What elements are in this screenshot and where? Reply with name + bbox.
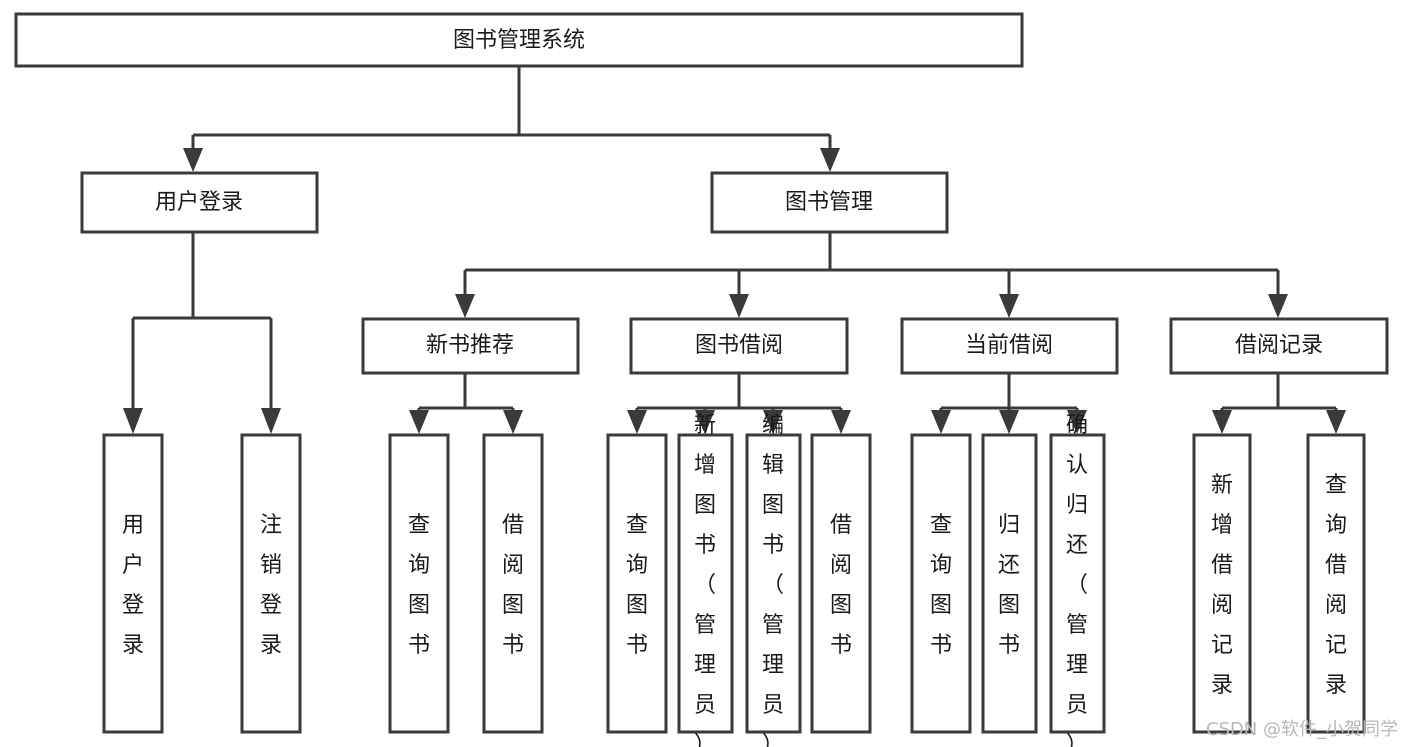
leaf-user-login[interactable]: 用户登录 [102, 433, 164, 734]
connector-layer [123, 66, 1346, 434]
leaf-borrow-book-2-box[interactable] [810, 433, 872, 734]
node-book-manage[interactable]: 图书管理 [710, 171, 949, 234]
csdn-watermark: CSDN @软件_小贺同学 [1206, 719, 1398, 740]
leaf-query-book-2-label: 查询图书 [626, 513, 648, 658]
leaf-add-record-box[interactable] [1192, 433, 1252, 734]
leaf-add-book[interactable]: 新增图书（管理员） [677, 413, 734, 747]
leaf-return-book-box[interactable] [981, 433, 1038, 734]
arrow-leaf-add-record [1212, 410, 1232, 434]
leaf-query-book-2[interactable]: 查询图书 [606, 433, 668, 734]
node-new-book-recommend[interactable]: 新书推荐 [361, 317, 580, 375]
node-user-login[interactable]: 用户登录 [80, 171, 319, 234]
leaf-borrow-book-2-label: 借阅图书 [830, 513, 852, 658]
leaf-query-record-box[interactable] [1306, 433, 1366, 734]
leaf-query-book-1[interactable]: 查询图书 [388, 433, 450, 734]
leaf-query-book-3-label: 查询图书 [930, 513, 952, 658]
node-user-login-label: 用户登录 [155, 190, 243, 215]
leaf-logout-login-box[interactable] [240, 433, 302, 734]
leaf-query-book-3[interactable]: 查询图书 [910, 433, 972, 734]
arrow-to-book-borrow [729, 294, 749, 318]
leaf-logout-login[interactable]: 注销登录 [240, 433, 302, 734]
node-user-login-box[interactable] [80, 171, 319, 234]
arrow-leaf-query-record [1326, 410, 1346, 434]
leaf-add-record[interactable]: 新增借阅记录 [1192, 433, 1252, 734]
arrow-leaf-logout-login [261, 408, 281, 434]
node-root[interactable]: 图书管理系统 [14, 12, 1024, 68]
node-new-book-recommend-label: 新书推荐 [426, 333, 514, 358]
arrow-to-borrow-record [1268, 294, 1288, 318]
arrow-to-current-borrow [999, 294, 1019, 318]
node-borrow-record[interactable]: 借阅记录 [1169, 317, 1389, 375]
node-current-borrow[interactable]: 当前借阅 [900, 317, 1119, 375]
arrow-leaf-return-book [999, 410, 1019, 434]
node-book-borrow-box[interactable] [629, 317, 849, 375]
leaf-confirm-return[interactable]: 确认归还（管理员） [1049, 413, 1106, 747]
leaf-query-record[interactable]: 查询借阅记录 [1306, 433, 1366, 734]
arrow-leaf-user-login [123, 408, 143, 434]
leaf-query-book-3-box[interactable] [910, 433, 972, 734]
leaf-edit-book-box[interactable] [745, 433, 802, 734]
leaf-borrow-book-1-label: 借阅图书 [502, 513, 524, 658]
leaf-return-book[interactable]: 归还图书 [981, 433, 1038, 734]
arrow-leaf-query-book-1 [409, 410, 429, 434]
node-book-borrow-label: 图书借阅 [695, 333, 783, 358]
node-book-borrow[interactable]: 图书借阅 [629, 317, 849, 375]
node-borrow-record-box[interactable] [1169, 317, 1389, 375]
leaf-edit-book[interactable]: 编辑图书（管理员） [745, 413, 802, 747]
leaf-query-book-2-box[interactable] [606, 433, 668, 734]
arrow-leaf-borrow-book-2 [831, 410, 851, 434]
leaf-borrow-book-1[interactable]: 借阅图书 [482, 433, 544, 734]
leaf-user-login-box[interactable] [102, 433, 164, 734]
leaf-logout-login-label: 注销登录 [260, 513, 282, 658]
arrow-leaf-confirm-return [1067, 410, 1087, 434]
arrow-leaf-borrow-book-1 [503, 410, 523, 434]
node-new-book-recommend-box[interactable] [361, 317, 580, 375]
node-current-borrow-label: 当前借阅 [965, 333, 1053, 358]
leaf-borrow-book-2[interactable]: 借阅图书 [810, 433, 872, 734]
arrow-to-book-manage [820, 148, 840, 172]
leaf-query-book-1-box[interactable] [388, 433, 450, 734]
arrow-leaf-edit-book [763, 410, 783, 434]
leaf-query-book-1-label: 查询图书 [408, 513, 430, 658]
node-current-borrow-box[interactable] [900, 317, 1119, 375]
leaf-query-record-label: 查询借阅记录 [1325, 473, 1347, 698]
arrow-leaf-query-book-2 [627, 410, 647, 434]
leaf-user-login-label: 用户登录 [122, 513, 144, 658]
leaf-confirm-return-label: 确认归还（管理员） [1066, 413, 1088, 747]
leaf-add-book-label: 新增图书（管理员） [694, 413, 716, 747]
leaf-return-book-label: 归还图书 [998, 513, 1020, 658]
leaf-add-book-box[interactable] [677, 433, 734, 734]
leaf-borrow-book-1-box[interactable] [482, 433, 544, 734]
node-book-manage-label: 图书管理 [785, 190, 873, 215]
leaf-add-record-label: 新增借阅记录 [1211, 473, 1233, 698]
arrow-leaf-query-book-3 [931, 410, 951, 434]
leaf-confirm-return-box[interactable] [1049, 433, 1106, 734]
node-book-manage-box[interactable] [710, 171, 949, 234]
node-root-label: 图书管理系统 [453, 28, 585, 53]
arrow-leaf-add-book [695, 410, 715, 434]
node-root-box[interactable] [14, 12, 1024, 68]
node-borrow-record-label: 借阅记录 [1235, 333, 1323, 358]
leaf-edit-book-label: 编辑图书（管理员） [762, 413, 784, 747]
arrow-to-user-login [183, 148, 203, 172]
arrow-to-new-book-recommend [455, 294, 475, 318]
